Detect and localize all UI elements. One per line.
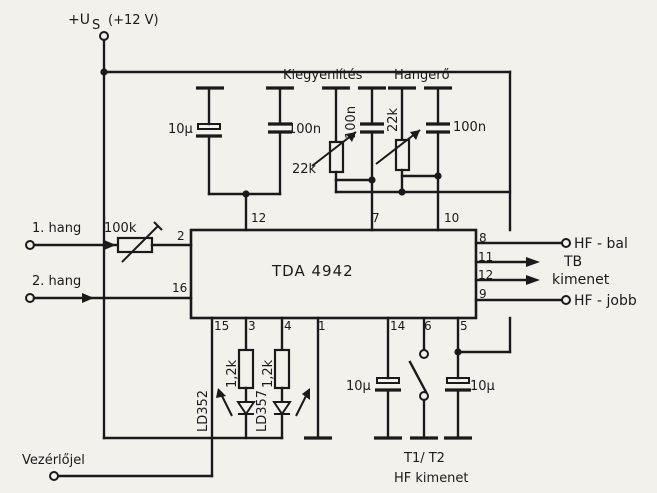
supply-terminal: [99, 31, 512, 440]
hf-section: [374, 316, 512, 440]
pin-5: 5: [460, 319, 468, 333]
pin-4: 4: [284, 319, 292, 333]
tb-label: TB: [563, 254, 582, 270]
ic-name: TDA 4942: [271, 262, 354, 280]
pin-1: 1: [318, 319, 326, 333]
supply-value: (+12 V): [108, 13, 159, 28]
kimenet-label: kimenet: [552, 272, 610, 288]
supply-label: +U: [68, 12, 90, 28]
c-top1-label: 10μ: [168, 122, 193, 137]
pin-8: 8: [479, 231, 487, 245]
led1-label: LD352: [196, 390, 211, 432]
pin-12: 12: [251, 211, 266, 225]
input-1-label: 1. hang: [32, 221, 81, 236]
balance-title: Kiegyenlítés: [283, 68, 363, 83]
input-2: [25, 293, 193, 303]
balance-control: [311, 86, 386, 232]
volume-control: [334, 86, 512, 232]
volume-title: Hangerő: [394, 68, 450, 83]
led-section: [49, 316, 332, 481]
hf-bal-label: HF - bal: [574, 236, 628, 252]
pin-10: 10: [444, 211, 459, 225]
pin-9: 9: [479, 287, 487, 301]
r-led1-label: 1,2k: [225, 359, 240, 388]
pot-hanger-label: 22k: [386, 107, 401, 132]
c-hanger-label: 100n: [453, 120, 486, 135]
vezerlo-label: Vezérlőjel: [22, 453, 85, 468]
pin-3: 3: [248, 319, 256, 333]
pin-16: 16: [172, 281, 187, 295]
c-bot1-label: 10μ: [346, 379, 371, 394]
r-in-label: 100k: [104, 221, 137, 236]
pin-11: 11: [478, 250, 493, 264]
pin-6: 6: [424, 319, 432, 333]
hf-jobb-label: HF - jobb: [574, 293, 637, 309]
hf-kimenet-label: HF kimenet: [394, 471, 469, 486]
pin-15: 15: [214, 319, 229, 333]
r-led2-label: 1,2k: [261, 359, 276, 388]
supply-subscript: S: [92, 18, 100, 33]
c-top2-label: 100n: [288, 122, 321, 137]
ic-body: [189, 228, 478, 320]
input-2-label: 2. hang: [32, 274, 81, 289]
top-decoupling: [196, 86, 294, 232]
c-kieg-label: 100n: [344, 106, 359, 139]
pot-kieg-label: 22k: [292, 162, 317, 177]
pin-7: 7: [372, 211, 380, 225]
pin-14: 14: [390, 319, 405, 333]
c-bot2-label: 10μ: [470, 379, 495, 394]
led2-label: LD357: [255, 390, 270, 432]
output-lines: [474, 238, 571, 305]
t1t2-label: T1/ T2: [403, 451, 445, 466]
pin-12-right: 12: [478, 268, 493, 282]
pin-2: 2: [177, 229, 185, 243]
input-1: [25, 221, 193, 263]
